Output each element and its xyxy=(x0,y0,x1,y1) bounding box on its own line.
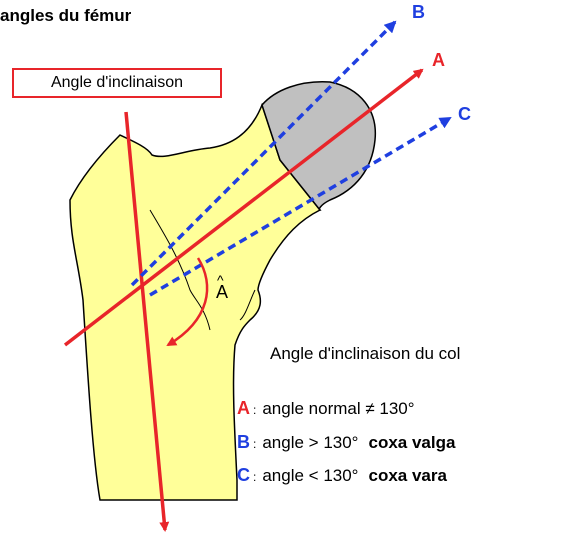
line-a-letter: A xyxy=(432,50,445,70)
line-b xyxy=(130,20,397,287)
legend-row-a: A:angle normal ≠ 130° xyxy=(237,398,415,418)
trochanter-line xyxy=(239,289,256,321)
line-a xyxy=(63,68,424,347)
line-c xyxy=(149,116,452,297)
legend-text-c: angle < 130° xyxy=(262,466,359,485)
legend-key-a: A xyxy=(237,398,250,418)
angle-letter: A xyxy=(216,282,229,302)
legend-text-b: angle > 130° xyxy=(262,433,359,452)
legend-key-c: C xyxy=(237,465,250,485)
angle-arc xyxy=(166,257,209,347)
angle-hat: ^ xyxy=(217,272,224,288)
page-title: angles du fémur xyxy=(0,6,132,25)
femur-bone xyxy=(69,102,322,501)
legend-row-c: C:angle < 130°coxa vara xyxy=(237,465,447,485)
line-b-letter: B xyxy=(412,2,425,22)
line-c-letter: C xyxy=(458,104,471,124)
legend-term-c: coxa vara xyxy=(368,466,447,485)
neck-line xyxy=(149,209,211,331)
inclination-angle-label: Angle d'inclinaison xyxy=(12,68,222,98)
legend-text-a: angle normal ≠ 130° xyxy=(262,399,415,418)
legend-row-b: B:angle > 130°coxa valga xyxy=(237,432,456,452)
angle-symbol: ^ A xyxy=(216,272,229,303)
femoral-head xyxy=(261,81,377,211)
shaft-axis xyxy=(124,111,170,532)
legend-key-b: B xyxy=(237,432,250,452)
legend-term-b: coxa valga xyxy=(368,433,456,452)
caption: Angle d'inclinaison du col xyxy=(270,344,461,363)
